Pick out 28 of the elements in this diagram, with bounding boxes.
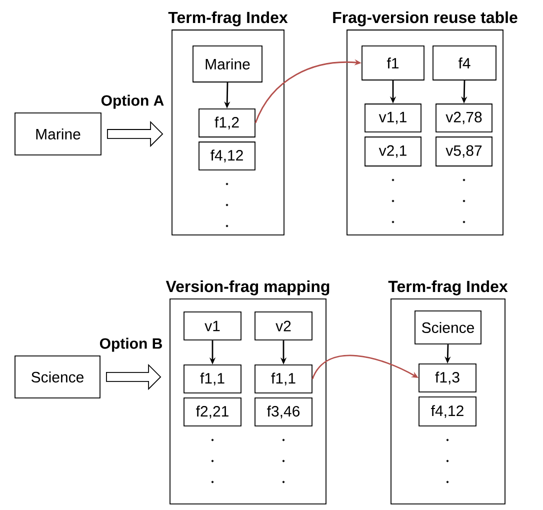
- entry-box: f2,21: [184, 398, 242, 426]
- entry-box: f1: [362, 46, 424, 80]
- entry-box: f1,2: [198, 108, 256, 138]
- entry-box: Marine: [14, 112, 102, 156]
- entry-box: f4,12: [418, 396, 476, 426]
- node-label: Version-frag mapping: [166, 280, 330, 296]
- entry-box: v5,87: [436, 136, 492, 166]
- entry-box: f1,1: [254, 364, 312, 394]
- node-label: Term-frag Index: [388, 280, 508, 296]
- block-arrow: [107, 120, 164, 148]
- edge-label: Option A: [101, 94, 164, 109]
- entry-box: v1,1: [364, 104, 422, 132]
- entry-box: f1,3: [418, 364, 476, 392]
- entry-box: f4,12: [198, 142, 256, 170]
- entry-box: v2,1: [364, 136, 422, 166]
- entry-box: v2: [254, 312, 312, 340]
- entry-box: Marine: [192, 46, 262, 82]
- entry-box: f1,1: [184, 364, 242, 394]
- block-arrow: [106, 364, 162, 390]
- node-label: Term-frag Index: [168, 11, 288, 26]
- node-label: Frag-version reuse table: [333, 11, 518, 26]
- entry-box: Science: [414, 310, 482, 344]
- entry-box: Science: [14, 356, 100, 398]
- entry-box: v1: [184, 312, 242, 340]
- edge-label: Option B: [100, 338, 162, 352]
- entry-box: f3,46: [254, 398, 312, 426]
- entry-box: v2,78: [436, 104, 492, 132]
- entry-box: f4: [432, 46, 496, 80]
